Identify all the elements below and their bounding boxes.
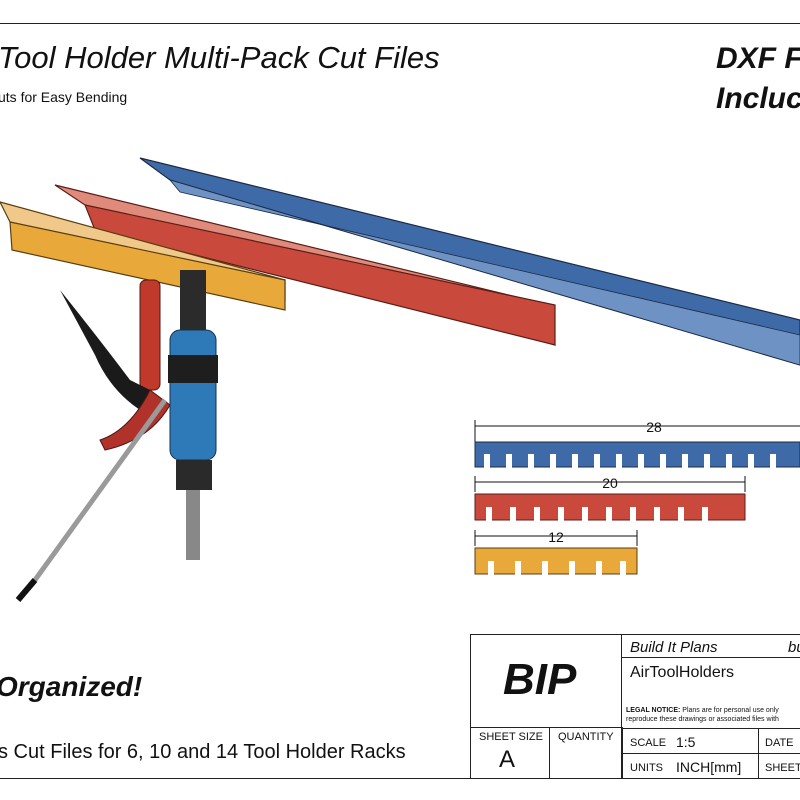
- red-rack: [54, 184, 556, 346]
- air-screwdriver: [168, 270, 218, 560]
- scale-label: SCALE: [630, 737, 667, 749]
- dimension-20: 20: [474, 475, 746, 492]
- page-subtitle: uts for Easy Bending: [0, 89, 128, 105]
- drawing-name-cell: AirToolHolders LEGAL NOTICE: Plans are f…: [621, 657, 800, 729]
- legal-notice-label: LEGAL NOTICE:: [626, 707, 681, 714]
- legal-notice-line2: reproduce these drawings or associated f…: [626, 716, 779, 723]
- dimension-20-label: 20: [602, 475, 618, 491]
- dimension-28: 28: [474, 419, 800, 442]
- frame-bottom-border: [0, 778, 800, 779]
- dimension-12: 12: [474, 529, 638, 546]
- tagline: Organized!: [0, 671, 143, 702]
- drawing-name: AirToolHolders: [630, 664, 735, 681]
- legal-notice-text: Plans are for personal use only: [680, 707, 779, 714]
- units-value: INCH[mm]: [676, 759, 742, 775]
- units-label: UNITS: [630, 762, 663, 774]
- sheet-size-value: A: [499, 746, 516, 773]
- dxf-badge-line2: Incluc: [716, 82, 800, 115]
- legal-notice: LEGAL NOTICE: Plans are for personal use…: [626, 707, 779, 714]
- quantity-label: QUANTITY: [558, 731, 614, 743]
- date-cell: DATE: [758, 728, 800, 754]
- blue-rack: [139, 157, 800, 366]
- blue-profile: [474, 441, 800, 468]
- company-name: Build It Plans: [630, 639, 718, 656]
- company-cell: Build It Plans bu: [621, 634, 800, 658]
- yellow-profile: [474, 547, 638, 575]
- date-label: DATE: [765, 737, 794, 749]
- dimension-28-label: 28: [646, 419, 662, 435]
- frame-top-border: [0, 23, 800, 24]
- sheet-cell: SHEET: [758, 753, 800, 779]
- dimension-12-label: 12: [548, 529, 564, 545]
- flat-profiles: 28 20 12: [474, 419, 800, 575]
- sheet-size-cell: SHEET SIZE A: [470, 727, 550, 779]
- units-cell: UNITS INCH[mm]: [621, 753, 759, 779]
- bip-logo: BIP: [503, 655, 577, 704]
- page-title: Tool Holder Multi-Pack Cut Files: [0, 40, 440, 75]
- red-profile: [474, 493, 746, 521]
- company-name-right: bu: [788, 639, 800, 656]
- quantity-cell: QUANTITY: [549, 727, 623, 779]
- logo-cell: BIP: [470, 634, 622, 728]
- sheet-label: SHEET: [765, 762, 800, 774]
- scale-cell: SCALE 1:5: [621, 728, 759, 754]
- scale-value: 1:5: [676, 734, 696, 750]
- yellow-rack: [0, 201, 286, 311]
- rack-illustration: [0, 157, 800, 602]
- cut-files-description: s Cut Files for 6, 10 and 14 Tool Holder…: [0, 741, 406, 763]
- dxf-badge-line1: DXF F: [716, 42, 800, 75]
- air-blow-gun: [15, 279, 171, 602]
- sheet-size-label: SHEET SIZE: [479, 731, 543, 743]
